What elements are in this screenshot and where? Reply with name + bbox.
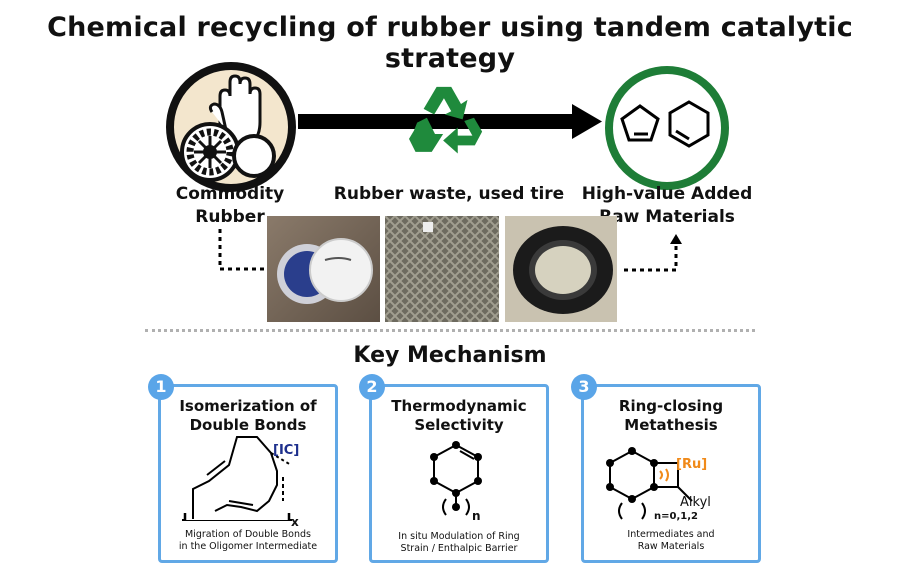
ring-subscript: n <box>472 509 481 523</box>
step-badge-2: 2 <box>359 374 385 400</box>
cyclohexene-icon <box>668 100 710 148</box>
product-icon <box>605 66 729 190</box>
right-dotted-connector <box>624 234 682 272</box>
alkyl-substituent-label: Alkyl <box>680 495 711 510</box>
glove-icon <box>218 74 262 146</box>
process-arrow <box>298 104 602 139</box>
key-mechanism-heading: Key Mechanism <box>353 343 547 368</box>
left-dotted-connector <box>218 229 272 271</box>
used-tire-photo <box>505 216 617 322</box>
step-badge-1: 1 <box>148 374 174 400</box>
ring-size-subscript: n=0,1,2 <box>654 511 698 522</box>
cyclopentene-icon <box>620 104 660 142</box>
repeat-subscript: x <box>291 515 299 529</box>
step-badge-3: 3 <box>571 374 597 400</box>
section-divider <box>145 329 755 332</box>
recycle-icon <box>409 86 483 154</box>
rubber-mat-photo <box>385 216 499 322</box>
metallacycle-structure-icon <box>606 447 693 520</box>
ru-catalyst-label: [Ru] <box>676 457 708 472</box>
oligomer-structure-icon <box>182 436 292 521</box>
rubber-waste-label: Rubber waste, used tire <box>333 184 565 204</box>
ring-structure-icon <box>430 441 482 516</box>
tire-icon <box>180 122 240 182</box>
commodity-rubber-icon <box>166 62 296 192</box>
ball-icon <box>232 134 276 178</box>
page-title: Chemical recycling of rubber using tande… <box>47 12 853 74</box>
ic-catalyst-label: [IC] <box>273 443 300 458</box>
golf-ball-photo <box>267 216 380 322</box>
